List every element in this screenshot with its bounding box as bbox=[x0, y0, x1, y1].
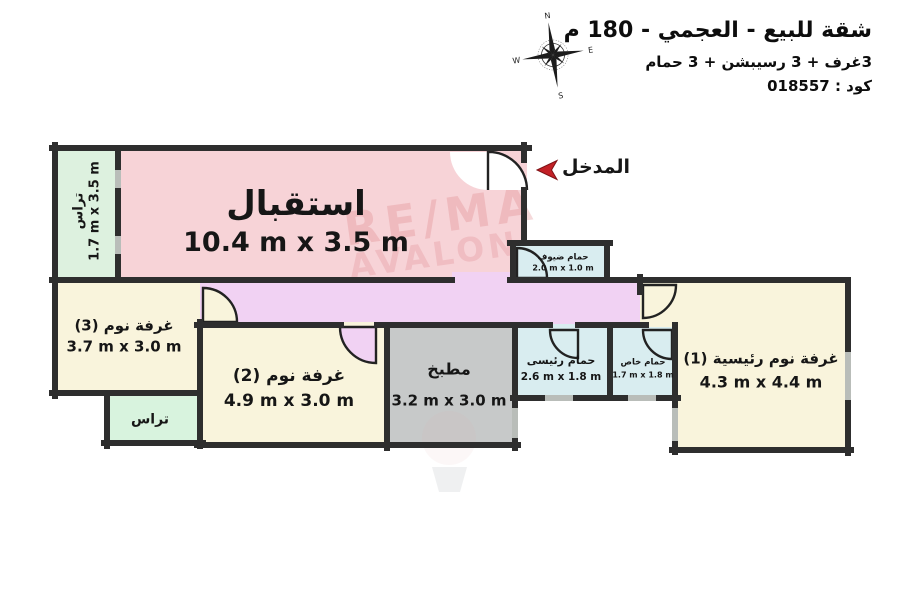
terrace-bottom-room bbox=[104, 393, 203, 446]
entrance-door-swing-fill bbox=[450, 152, 488, 190]
compass-south-label: S bbox=[558, 91, 564, 101]
page-title: شقة للبيع - العجمي - 180 م bbox=[563, 18, 872, 43]
master-bedroom-room bbox=[672, 280, 851, 453]
master-bedroom-label: غرفة نوم رئيسية (1) 4.3 m x 4.4 m bbox=[683, 350, 838, 393]
bedroom3-door-swing bbox=[201, 286, 239, 324]
main-bathroom-name: حمام رئيسى bbox=[526, 354, 596, 368]
bedroom3-label: غرفة نوم (3) 3.7 m x 3.0 m bbox=[67, 316, 182, 356]
bedroom2-door-swing bbox=[338, 325, 378, 365]
compass-east-label: E bbox=[588, 45, 594, 55]
main-bathroom-label: حمام رئيسى 2.6 m x 1.8 m bbox=[521, 354, 601, 384]
watermark-balloon-basket bbox=[432, 467, 467, 492]
bedroom2-name: غرفة نوم (2) bbox=[232, 365, 346, 386]
door-swings bbox=[201, 150, 678, 365]
entrance-door-swing bbox=[486, 150, 529, 191]
reception-label: استقبال 10.4 m x 3.5 m bbox=[183, 183, 409, 259]
corridor bbox=[200, 277, 643, 329]
kitchen-label: مطبخ 3.2 m x 3.0 m bbox=[392, 360, 507, 411]
bedroom2-dims: 4.9 m x 3.0 m bbox=[223, 391, 355, 411]
bedroom3-dims: 3.7 m x 3.0 m bbox=[66, 337, 182, 355]
watermark-balloon bbox=[422, 411, 476, 465]
reception-name: استقبال bbox=[226, 183, 366, 224]
corridor-reception-opening bbox=[452, 272, 510, 284]
private-bathroom-dims: 1.7 m x 1.8 m bbox=[612, 370, 674, 380]
private-bathroom-label: حمام خاص 1.7 m x 1.8 m bbox=[612, 358, 673, 381]
guest-bathroom-label: حمام ضيوف 2.0 m x 1.0 m bbox=[532, 253, 593, 274]
bedroom2-label: غرفة نوم (2) 4.9 m x 3.0 m bbox=[224, 366, 354, 413]
main-bathroom-dims: 2.6 m x 1.8 m bbox=[520, 370, 602, 383]
terrace-bottom-label: تراس bbox=[130, 411, 170, 428]
compass-west-label: W bbox=[512, 56, 521, 66]
kitchen-room bbox=[384, 324, 518, 448]
walls bbox=[49, 142, 854, 456]
terrace-top-label: تراس 1.7 m x 3.5 m bbox=[70, 161, 103, 261]
terrace-top-room bbox=[55, 145, 121, 282]
main-bathroom-door-swing bbox=[548, 328, 580, 360]
master-bedroom-door-swing bbox=[641, 283, 678, 320]
terrace-top-name: تراس bbox=[70, 192, 87, 230]
guest-bathroom-dims: 2.0 m x 1.0 m bbox=[532, 263, 594, 273]
entrance-label: المدخل bbox=[561, 156, 631, 179]
reception-dims: 10.4 m x 3.5 m bbox=[183, 226, 409, 258]
entrance-arrow-icon bbox=[535, 159, 559, 181]
terrace-top-dims: 1.7 m x 3.5 m bbox=[87, 161, 103, 261]
master-bedroom-dims: 4.3 m x 4.4 m bbox=[699, 372, 823, 392]
private-bathroom-door-swing bbox=[641, 328, 674, 361]
window-marks bbox=[115, 170, 851, 441]
listing-code: كود : 018557 bbox=[767, 77, 872, 95]
guest-bathroom-door-swing bbox=[515, 246, 549, 280]
bedroom3-name: غرفة نوم (3) bbox=[74, 316, 174, 335]
guest-bathroom-name: حمام ضيوف bbox=[537, 252, 589, 263]
master-bedroom-name: غرفة نوم رئيسية (1) bbox=[683, 349, 839, 368]
page-subtitle: 3غرف + 3 رسيبشن + 3 حمام bbox=[645, 53, 872, 71]
bedroom3-room bbox=[52, 280, 203, 396]
private-bathroom-name: حمام خاص bbox=[620, 357, 666, 368]
kitchen-name: مطبخ bbox=[427, 359, 471, 379]
compass-rose-icon: N E S W bbox=[512, 11, 594, 101]
compass-north-label: N bbox=[544, 11, 551, 21]
kitchen-dims: 3.2 m x 3.0 m bbox=[391, 391, 507, 410]
